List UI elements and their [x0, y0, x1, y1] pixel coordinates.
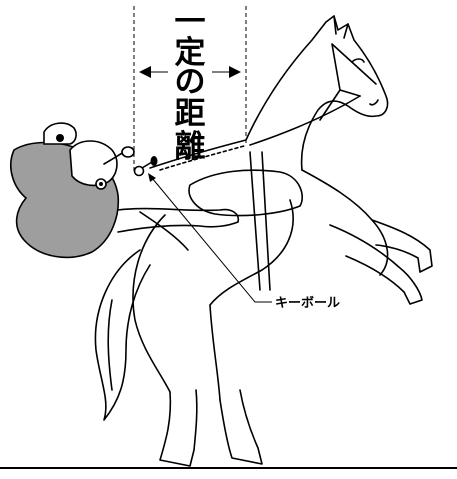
key-ball-leader — [148, 173, 272, 303]
distance-label: 一 定 の 距 離 — [175, 4, 206, 165]
distance-char-5: 離 — [175, 129, 206, 165]
distance-arrow — [139, 66, 241, 78]
horse-illustration — [94, 15, 433, 467]
key-ball-label: キーボール — [275, 295, 340, 311]
distance-char-3: の — [175, 64, 206, 100]
rider-illustration — [10, 122, 240, 259]
key-ball — [133, 156, 158, 177]
distance-char-1: 一 — [175, 4, 206, 40]
distance-char-2: 定 — [175, 35, 206, 71]
distance-char-4: 距 — [175, 96, 206, 132]
